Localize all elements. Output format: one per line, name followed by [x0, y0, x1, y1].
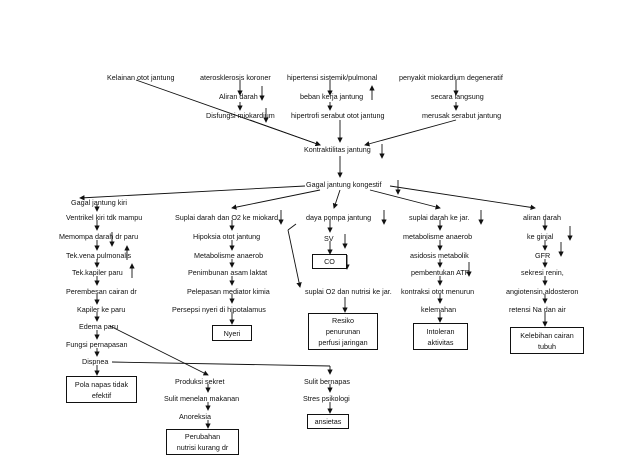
box-resiko-perfusi: Resiko penurunan perfusi jaringan [308, 313, 378, 350]
label-penimbunan-asam-laktat: Penimbunan asam laktat [188, 268, 268, 277]
label-suplai-o2-miokard: Suplai darah dan O2 ke miokard [175, 213, 279, 222]
resiko-line-3: perfusi jaringan [318, 338, 368, 347]
label-aliran-darah-top: Aliran darah [219, 92, 258, 101]
ansietas-line-1: ansietas [314, 417, 342, 426]
label-sulit-menelan: Sulit menelan makanan [164, 394, 240, 403]
label-gagal-jantung-kongestif: Gagal jantung kongestif [306, 180, 382, 189]
co-text: CO [324, 257, 335, 266]
label-gfr: GFR [535, 251, 551, 260]
pola-napas-line-2: efektif [91, 390, 112, 400]
label-sekresi-renin: sekresi renin, [521, 268, 564, 277]
label-metabolisme-anaerob-1: Metabolisme anaerob [194, 251, 264, 260]
label-hipoksia: Hipoksia otot jantung [193, 232, 261, 241]
pola-napas-line-1: Pola napas tidak [74, 379, 129, 389]
intoleran-line-1: Intoleran [426, 326, 455, 336]
label-beban-kerja: beban kerja jantung [300, 92, 364, 101]
label-penyakit-miokardium: penyakit miokardium degeneratif [399, 73, 503, 82]
label-memompa-darah: Memompa darah dr paru [59, 232, 139, 241]
perubahan-line-2: nutrisi kurang dr [176, 443, 229, 452]
label-retensi-na: retensi Na dan air [509, 305, 566, 314]
label-angiotensin: angiotensin,aldosteron [506, 287, 579, 296]
label-hipertensi: hipertensi sistemik/pulmonal [287, 73, 378, 82]
label-suplai-darah-jar: suplai darah ke jar. [409, 213, 470, 222]
label-edema-paru: Edema paru [79, 322, 119, 331]
label-kelainan-otot-jantung: Kelainan otot jantung [107, 73, 175, 82]
label-persepsi-nyeri: Persepsi nyeri di hipotalamus [172, 305, 266, 314]
box-nyeri: Nyeri [212, 325, 252, 341]
label-aterosklerosis-koroner: aterosklerosis koroner [200, 73, 271, 82]
label-sulit-bernapas: Sulit bernapas [304, 377, 350, 386]
box-co: CO [312, 254, 347, 269]
label-pelepasan-mediator: Pelepasan mediator kimia [187, 287, 270, 296]
kelebihan-line-2: tubuh [538, 341, 556, 351]
label-perembesan-cairan: Perembesan cairan dr [66, 287, 137, 296]
label-kontraktilitas: Kontraktilitas jantung [304, 145, 371, 154]
kelebihan-line-1: Kelebihan cairan [520, 330, 574, 340]
box-intoleran-aktivitas: Intoleran aktivitas [413, 323, 468, 350]
label-anoreksia: Anoreksia [179, 412, 211, 421]
label-gagal-jantung-kiri: Gagal jantung kiri [71, 198, 127, 207]
box-ansietas: ansietas [307, 414, 349, 429]
label-hipertrofi: hipertrofi serabut otot jantung [291, 111, 385, 120]
label-kelemahan: kelemahan [421, 305, 457, 314]
nyeri-line-1: Nyeri [223, 328, 241, 338]
label-sv: SV [324, 234, 334, 243]
label-tek-kapiler-paru: Tek.kapiler paru [72, 268, 123, 277]
label-daya-pompa: daya pompa jantung [306, 213, 372, 222]
label-ke-ginjal: ke ginjal [527, 232, 554, 241]
label-pembentukan-atp: pembentukan ATP [411, 268, 470, 277]
label-kontraksi-otot: kontraksi otot menurun [401, 287, 475, 296]
label-aliran-darah-kanan: aliran darah [523, 213, 561, 222]
label-ventrikel-kiri: Ventrikel kiri tdk mampu [66, 213, 143, 222]
label-merusak-serabut: merusak serabut jantung [422, 111, 502, 120]
label-secara-langsung: secara langsung [431, 92, 484, 101]
perubahan-line-1: Perubahan [184, 432, 221, 441]
resiko-line-1: Resiko [332, 316, 354, 325]
label-dispnea: Dispnea [82, 357, 109, 366]
label-metabolisme-anaerob-2: metabolisme anaerob [403, 232, 473, 241]
label-disfungsi-miokardium: Disfungsi miokardium [206, 111, 275, 120]
label-asidosis-metabolik: asidosis metabolik [410, 251, 469, 260]
resiko-line-2: penurunan [325, 327, 361, 336]
label-produksi-sekret: Produksi sekret [175, 377, 225, 386]
box-perubahan-nutrisi: Perubahan nutrisi kurang dr [166, 429, 239, 455]
label-kapiler-ke-paru: Kapiler ke paru [77, 305, 126, 314]
box-kelebihan-cairan: Kelebihan cairan tubuh [510, 327, 584, 354]
label-stres-psikologi: Stres psikologi [303, 394, 350, 403]
label-tek-vena-pulmonalis: Tek.vena pulmonalis [66, 251, 132, 260]
intoleran-line-2: aktivitas [427, 337, 454, 347]
box-pola-napas: Pola napas tidak efektif [66, 376, 137, 403]
label-suplai-o2-nutrisi: suplai O2 dan nutrisi ke jar. [305, 287, 392, 296]
label-fungsi-pernapasan: Fungsi pernapasan [66, 340, 128, 349]
